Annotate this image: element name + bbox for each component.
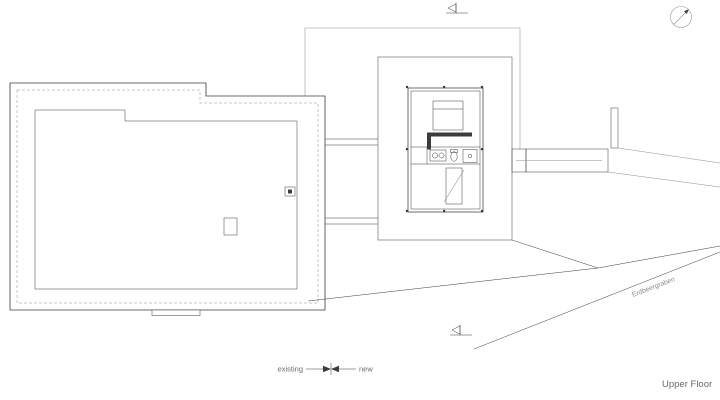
interior-stair [443,167,465,205]
connecting-corridor [325,138,378,225]
site-boundary [304,27,521,149]
new-building-plan [377,56,513,241]
legend-divider-icon [331,365,339,373]
section-marker-bottom [450,324,472,336]
exterior-stair [511,148,609,173]
toilet-tank [450,149,458,153]
bed [432,100,464,131]
new-building-inner-wall [410,90,481,210]
shower-drain [467,153,473,159]
chimney-flue [288,189,292,194]
floor-title: Upper Floor [662,379,712,390]
entrance-canopy [151,309,201,316]
chimney [284,186,296,197]
legend-new-label: new [359,365,373,374]
roof-eave-dashed-line [16,89,319,304]
terrain-lines [307,147,720,350]
column-markers [405,85,484,213]
washbasin-counter [429,149,447,162]
inner-roof-edge [34,109,298,290]
legend-divider-icon [323,365,331,373]
bathroom-fixtures [429,149,478,163]
road-edge-upper [597,245,720,269]
street-label: Erdbeergraben [631,276,676,299]
existing-building-outline [9,82,326,311]
legend: existing new [278,363,373,375]
shower [462,149,478,163]
retaining-wall [610,107,619,149]
section-marker-top [446,2,468,14]
washbasin-icon [438,152,445,159]
north-arrow-icon [670,6,692,28]
washbasin-icon [432,152,438,159]
road-edge-lower [473,251,720,350]
existing-building-plan [9,82,326,316]
roof-skylight [223,217,238,236]
toilet-icon [450,151,458,162]
legend-existing-label: existing [278,365,303,374]
interior-walls [411,132,480,165]
wood-deck [377,56,513,241]
